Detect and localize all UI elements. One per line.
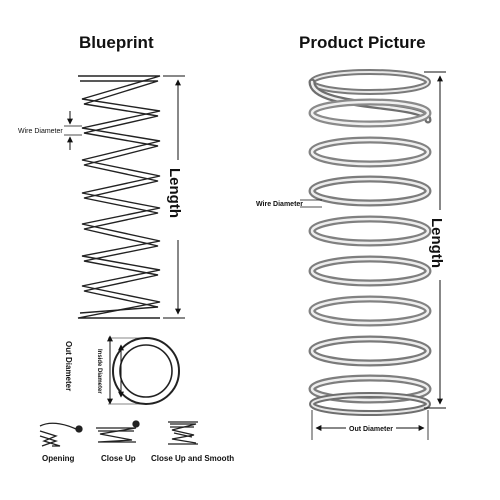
blueprint-title: Blueprint [79,33,154,52]
product-out-diameter-label: Out Diameter [349,426,393,433]
product-wire-diameter-label: Wire Diameter [256,201,303,208]
blueprint-wire-diameter-dimension [64,111,82,150]
end-type-close-up-label: Close Up [101,454,136,463]
end-type-opening-icon [39,422,83,447]
product-picture-title: Product Picture [299,33,426,52]
product-wire-diameter-dimension [300,199,322,208]
out-diameter-label: Out Diameter [64,341,73,391]
product-length-label: Length [428,218,445,268]
blueprint-wire-diameter-label: Wire Diameter [18,128,63,135]
product-spring-image [308,69,432,416]
end-type-close-up-icon [96,420,140,443]
blueprint-spring [77,75,161,319]
end-type-opening-label: Opening [42,454,75,463]
end-type-close-up-smooth-label: Close Up and Smooth [151,454,234,463]
inside-diameter-label: Inside Diameter [96,349,102,394]
blueprint-length-label: Length [166,168,183,218]
blueprint-length-dimension [163,75,185,319]
product-out-diameter-dimension [311,410,429,440]
end-type-close-up-smooth-icon [168,421,198,445]
spring-cross-section [107,335,180,405]
product-length-dimension [424,71,446,409]
